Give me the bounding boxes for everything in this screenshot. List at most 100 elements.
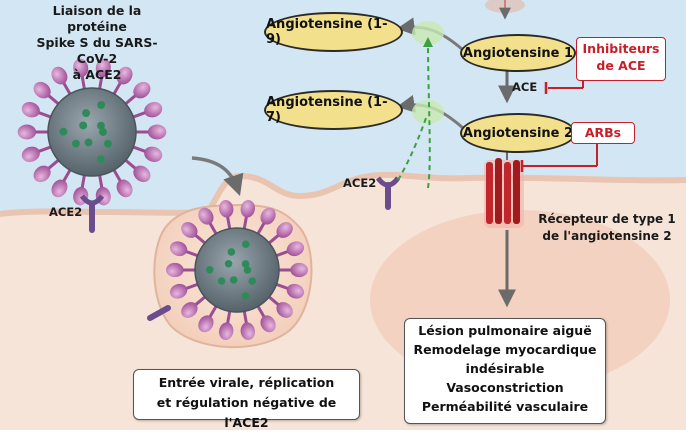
clinical-effect-line: Vasoconstriction (446, 380, 564, 395)
spike-protein-head (144, 146, 163, 162)
viral-rna-particle (241, 292, 250, 300)
ace2-label-right: ACE2 (343, 176, 376, 190)
angiotensin-1-7-oval: Angiotensine (1-7) (264, 90, 403, 130)
clinical-effect-line: Remodelage myocardique (413, 342, 597, 357)
angiotensin-1-label: Angiotensine 1 (462, 45, 574, 61)
ace-label: ACE (512, 80, 537, 94)
ace2-dashed-path (423, 37, 434, 189)
viral-rna-particle (248, 277, 257, 285)
viral-entry-line: et régulation négative de l'ACE2 (156, 395, 337, 430)
ace2-label-right-text: ACE2 (343, 176, 377, 190)
spike-binding-title: Liaison de la protéine Spike S du SARS-C… (22, 3, 172, 83)
viral-rna-particle (59, 127, 68, 136)
ace2-receptor-vesicle (147, 305, 171, 321)
entry-arrow (191, 156, 244, 196)
sars-cov-2-virus-free (17, 58, 167, 206)
spike-protein-head (219, 322, 234, 340)
spike-protein-head (169, 241, 188, 257)
viral-rna-particle (242, 240, 250, 248)
spike-protein-head (286, 241, 305, 257)
viral-rna-particle (227, 248, 236, 256)
clinical-effect-line: indésirable (465, 361, 545, 376)
viral-rna-particle (217, 277, 226, 285)
viral-rna-particle (104, 139, 112, 148)
viral-rna-particle (243, 266, 252, 274)
spike-protein-head (260, 315, 276, 333)
spike-protein-head (290, 262, 308, 278)
spike-binding-title-line: à ACE2 (72, 67, 122, 82)
ace2-activity-glow-1 (412, 21, 444, 45)
virus-envelope (194, 227, 280, 313)
ace-label-text: ACE (512, 80, 538, 94)
spike-protein-head (240, 322, 255, 340)
viral-rna-particle (71, 139, 80, 148)
spike-protein-head (51, 66, 68, 85)
spike-protein-head (73, 58, 89, 78)
at1-receptor-label-line: Récepteur de type 1 (538, 212, 676, 226)
arbs-label: ARBs (584, 125, 622, 140)
spike-protein-head (33, 81, 51, 99)
spike-protein-head (219, 200, 234, 218)
angiotensin-1-oval: Angiotensine 1 (460, 34, 576, 72)
ace-inhibitors-label: Inhibiteurs (582, 41, 660, 56)
viral-rna-particle (82, 109, 91, 118)
spike-protein-head (286, 283, 305, 299)
spike-protein-head (116, 66, 133, 85)
viral-entry-box: Entrée virale, réplication et régulation… (133, 369, 360, 430)
viral-rna-particle (84, 138, 93, 147)
viral-entry-line: Entrée virale, réplication (158, 375, 335, 390)
viral-rna-particle (99, 128, 107, 136)
angiotensin-1-7-label: Angiotensine (1-7) (266, 95, 388, 125)
spike-protein-head (198, 207, 214, 225)
spike-protein-head (147, 124, 167, 140)
viral-rna-particle (205, 265, 214, 274)
viral-rna-particle (79, 121, 88, 130)
angiotensin-1-9-label: Angiotensine (1-9) (266, 17, 388, 47)
viral-rna-particle (241, 260, 250, 268)
clinical-effects-box: Lésion pulmonaire aiguë Remodelage myoca… (404, 318, 606, 424)
spike-binding-title-line: Spike S du SARS-CoV-2 (36, 35, 158, 66)
at1-receptor (484, 158, 524, 228)
viral-rna-particle (97, 121, 105, 130)
spike-protein-head (33, 165, 51, 183)
spike-protein-head (166, 262, 184, 278)
spike-protein-head (133, 165, 151, 183)
arbs-box: ARBs (571, 122, 635, 144)
clinical-effect-line: Lésion pulmonaire aiguë (418, 323, 592, 338)
viral-rna-particle (229, 276, 238, 284)
spike-binding-title-line: Liaison de la protéine (52, 3, 142, 34)
spike-protein-head (198, 315, 214, 333)
spike-protein-head (276, 222, 293, 238)
clinical-effect-line: Perméabilité vasculaire (421, 399, 589, 414)
spike-protein-head (144, 102, 163, 118)
spike-protein-head (21, 146, 40, 162)
viral-rna-particle (97, 100, 106, 109)
angiotensin-2-oval: Angiotensine 2 (460, 113, 576, 153)
at1-receptor-label: Récepteur de type 1 de l'angiotensine 2 (532, 211, 682, 245)
ace2-label-left: ACE2 (49, 205, 82, 219)
spike-protein-head (116, 179, 133, 198)
spike-protein-head (169, 283, 188, 299)
spike-protein-head (240, 200, 255, 218)
ace2-receptor-left (79, 194, 105, 233)
spike-protein-head (51, 179, 68, 198)
viral-rna-particle (224, 259, 233, 268)
ace2-receptor-right (375, 176, 401, 210)
spike-protein-head (276, 302, 293, 318)
ace-inhibitors-label: de ACE (596, 58, 646, 73)
viral-rna-particle (96, 155, 105, 164)
at1-receptor-label-line: de l'angiotensine 2 (542, 229, 672, 243)
spike-protein-head (181, 222, 198, 238)
angiotensin-2-label: Angiotensine 2 (462, 125, 574, 141)
sars-cov-2-virus-internalized (166, 200, 308, 340)
spike-protein-head (181, 302, 198, 318)
virus-envelope (47, 87, 137, 177)
ace-inhibitors-box: Inhibiteurs de ACE (576, 37, 666, 81)
spike-protein-head (17, 124, 37, 140)
spike-protein-head (133, 81, 151, 99)
ace2-activity-glow-2 (412, 100, 444, 124)
spike-protein-head (95, 58, 111, 78)
spike-protein-head (21, 102, 40, 118)
angiotensin-1-9-oval: Angiotensine (1-9) (264, 12, 403, 52)
spike-protein-head (260, 207, 276, 225)
